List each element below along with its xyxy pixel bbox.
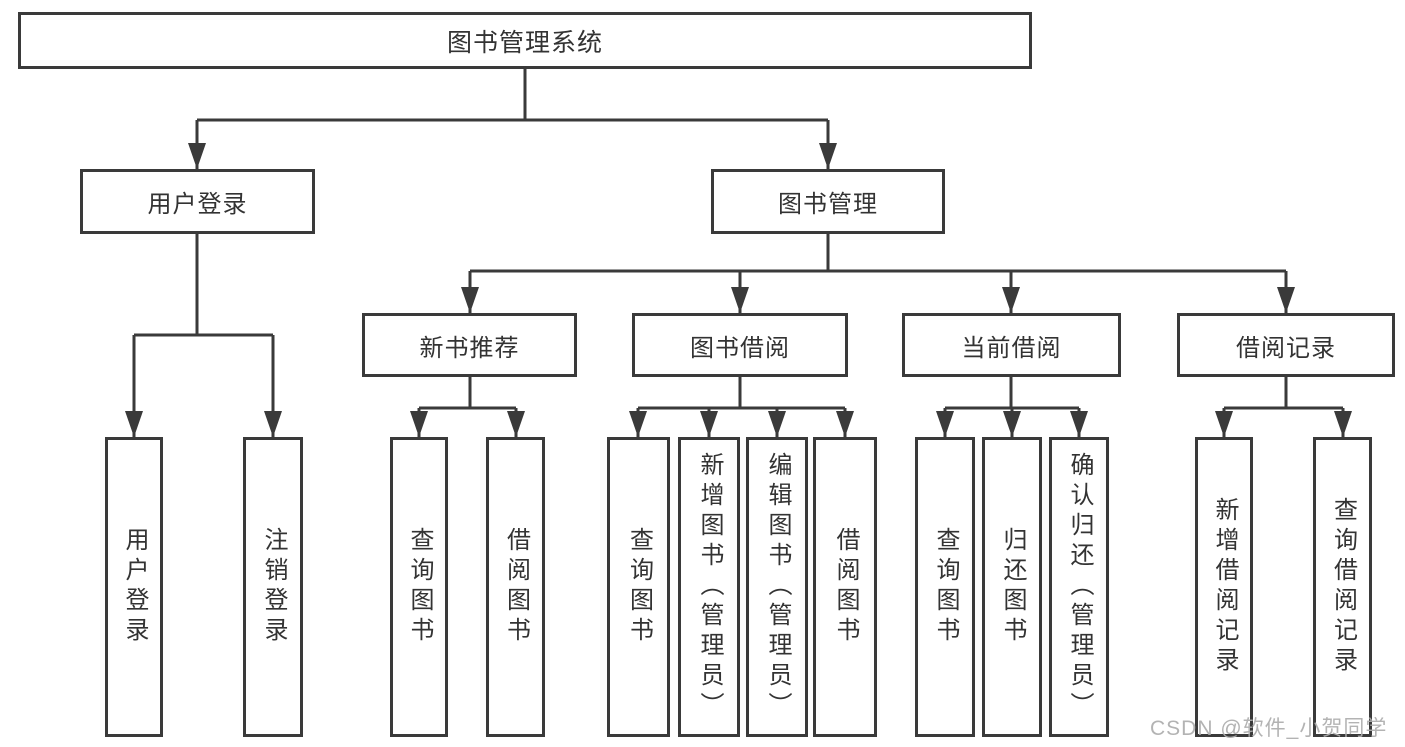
watermark: CSDN @软件_小贺同学 bbox=[1150, 717, 1388, 740]
connector-root-to-level2 bbox=[195, 69, 830, 169]
node-user-login-branch: 用户登录 bbox=[80, 169, 315, 234]
node-query-books-current: 查询图书 bbox=[915, 437, 975, 737]
node-query-books-recommend: 查询图书 bbox=[390, 437, 448, 737]
node-add-book-admin: 新增图书（管理员） bbox=[678, 437, 740, 737]
node-book-borrow: 图书借阅 bbox=[632, 313, 848, 377]
arrowheads-user-login-branch bbox=[125, 411, 282, 437]
arrowheads-book-management-branch bbox=[461, 287, 1295, 313]
arrowheads-current-borrow-branch bbox=[936, 411, 1088, 437]
node-confirm-return-admin: 确认归还（管理员） bbox=[1049, 437, 1109, 737]
arrowheads-book-borrow-branch bbox=[629, 411, 854, 437]
node-library-management-system: 图书管理系统 bbox=[18, 12, 1032, 69]
node-user-login-leaf: 用户登录 bbox=[105, 437, 163, 737]
node-book-management-branch: 图书管理 bbox=[711, 169, 945, 234]
node-logout-leaf: 注销登录 bbox=[243, 437, 303, 737]
connector-user-login-branch bbox=[132, 234, 275, 437]
arrowheads-new-book-branch bbox=[410, 411, 525, 437]
connector-new-book-branch bbox=[417, 377, 518, 437]
node-borrow-books-leaf: 借阅图书 bbox=[813, 437, 877, 737]
node-new-book-recommend: 新书推荐 bbox=[362, 313, 577, 377]
node-query-borrow-record: 查询借阅记录 bbox=[1313, 437, 1372, 737]
node-current-borrow: 当前借阅 bbox=[902, 313, 1121, 377]
node-edit-book-admin: 编辑图书（管理员） bbox=[746, 437, 808, 737]
connector-borrow-record-branch bbox=[1222, 377, 1345, 437]
node-borrow-books-recommend: 借阅图书 bbox=[486, 437, 545, 737]
node-add-borrow-record: 新增借阅记录 bbox=[1195, 437, 1253, 737]
node-borrow-records: 借阅记录 bbox=[1177, 313, 1395, 377]
connector-book-management-branch bbox=[468, 234, 1288, 313]
node-query-books-borrow: 查询图书 bbox=[607, 437, 670, 737]
arrowheads-root-to-level2 bbox=[188, 143, 837, 169]
arrowheads-borrow-record-branch bbox=[1215, 411, 1352, 437]
connector-book-borrow-branch bbox=[636, 377, 847, 437]
node-return-books: 归还图书 bbox=[982, 437, 1042, 737]
